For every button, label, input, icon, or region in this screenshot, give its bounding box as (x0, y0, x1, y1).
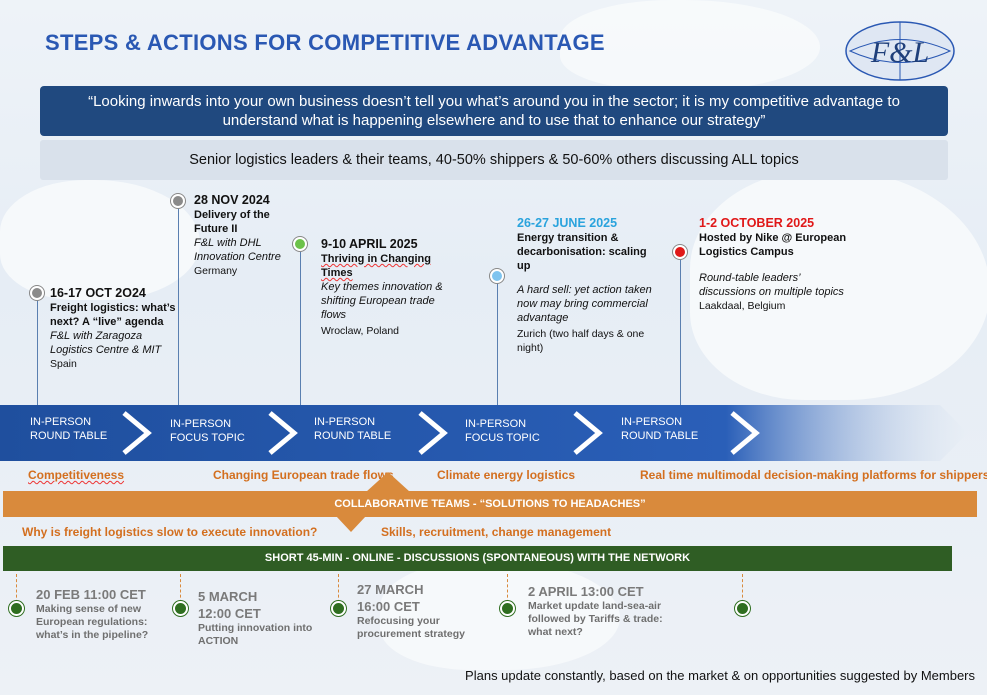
event-dot (673, 245, 687, 259)
online-date: 27 MARCH 16:00 CET (357, 582, 424, 614)
footer-note: Plans update constantly, based on the ma… (465, 668, 975, 683)
topic-label: Changing European trade flows (213, 468, 394, 482)
event-nov-2024: 28 NOV 2024 Delivery of the Future II F&… (194, 193, 294, 278)
online-date: 20 FEB 11:00 CET (36, 587, 146, 602)
event-location: Laakdaal, Belgium (699, 300, 786, 312)
collab-up-notch (366, 472, 410, 492)
online-desc: Putting innovation into ACTION (198, 622, 313, 647)
event-title: Energy transition & decarbonisation: sca… (517, 232, 647, 272)
event-subtitle: Round-table leaders’ discussions on mult… (699, 272, 844, 298)
page-title: STEPS & ACTIONS FOR COMPETITIVE ADVANTAG… (45, 30, 605, 55)
topic-label: Why is freight logistics slow to execute… (22, 525, 318, 539)
event-connector (680, 260, 681, 405)
event-connector (37, 300, 38, 405)
event-dot (171, 194, 185, 208)
online-event-apr: 2 APRIL 13:00 CET Market update land-sea… (528, 583, 668, 639)
online-event-mar5: 5 MARCH 12:00 CET Putting innovation int… (198, 588, 323, 648)
event-date: 1-2 OCTOBER 2025 (699, 216, 815, 230)
timeline-arrow (0, 405, 968, 461)
map-shape (0, 180, 200, 300)
event-jun-2025: 26-27 JUNE 2025 Energy transition & deca… (517, 216, 657, 355)
collab-bar: COLLABORATIVE TEAMS - “SOLUTIONS TO HEAD… (3, 491, 977, 517)
online-bar: SHORT 45-MIN - ONLINE - DISCUSSIONS (SPO… (3, 546, 952, 571)
event-subtitle: A hard sell: yet action taken now may br… (517, 284, 652, 324)
event-oct-2024: 16-17 OCT 2O24 Freight logistics: what’s… (50, 286, 178, 371)
map-shape (690, 170, 987, 400)
event-title: Thriving in Changing Times (321, 253, 431, 279)
map-shape (380, 560, 620, 670)
online-connector (16, 574, 17, 608)
event-location: Germany (194, 265, 238, 277)
online-connector (507, 574, 508, 608)
event-title: Freight logistics: what’s next? A “live”… (50, 302, 176, 328)
online-desc: Refocusing your procurement strategy (357, 615, 465, 640)
event-date: 16-17 OCT 2O24 (50, 286, 146, 300)
quote-text: “Looking inwards into your own business … (88, 93, 900, 129)
online-date: 5 MARCH 12:00 CET (198, 589, 261, 621)
event-apr-2025: 9-10 APRIL 2025 Thriving in Changing Tim… (321, 237, 456, 338)
online-desc: Market update land-sea-air followed by T… (528, 600, 663, 638)
event-location: Spain (50, 358, 77, 370)
online-dot (331, 601, 346, 616)
map-shape (560, 0, 820, 90)
quote-banner: “Looking inwards into your own business … (40, 86, 948, 136)
event-dot (490, 269, 504, 283)
online-dot (735, 601, 750, 616)
event-partner: F&L with Zaragoza Logistics Centre & MIT (50, 330, 162, 356)
event-title: Delivery of the Future II (194, 209, 270, 235)
event-oct-2025: 1-2 OCTOBER 2025 Hosted by Nike @ Europe… (699, 216, 859, 313)
collab-down-notch (336, 516, 366, 532)
event-connector (178, 208, 179, 405)
event-date: 26-27 JUNE 2025 (517, 216, 618, 230)
event-date: 9-10 APRIL 2025 (321, 237, 418, 251)
fl-logo: F&L (845, 21, 955, 81)
online-dot (173, 601, 188, 616)
online-dot (500, 601, 515, 616)
topic-label: Skills, recruitment, change management (381, 525, 612, 539)
event-date: 28 NOV 2024 (194, 193, 270, 207)
event-connector (497, 283, 498, 405)
audience-banner: Senior logistics leaders & their teams, … (40, 140, 948, 180)
audience-text: Senior logistics leaders & their teams, … (189, 152, 799, 168)
event-location: Zurich (two half days & one night) (517, 328, 645, 354)
online-connector (338, 574, 339, 608)
logo-text: F&L (870, 36, 929, 69)
event-subtitle: Key themes innovation & shifting Europea… (321, 281, 443, 321)
event-dot (293, 237, 307, 251)
online-connector (742, 574, 743, 608)
topic-label: Climate energy logistics (437, 468, 576, 482)
online-date: 2 APRIL 13:00 CET (528, 584, 644, 599)
event-connector (300, 252, 301, 405)
topic-label: Real time multimodal decision-making pla… (640, 468, 987, 482)
online-connector (180, 574, 181, 608)
online-event-feb: 20 FEB 11:00 CET Making sense of new Eur… (36, 586, 164, 642)
event-dot (30, 286, 44, 300)
online-event-mar27: 27 MARCH 16:00 CET Refocusing your procu… (357, 581, 477, 641)
event-partner: F&L with DHL Innovation Centre (194, 237, 281, 263)
online-dot (9, 601, 24, 616)
event-title: Hosted by Nike @ European Logistics Camp… (699, 232, 847, 258)
online-desc: Making sense of new European regulations… (36, 603, 149, 641)
topic-label: Competitiveness (28, 468, 125, 482)
event-location: Wroclaw, Poland (321, 325, 400, 337)
